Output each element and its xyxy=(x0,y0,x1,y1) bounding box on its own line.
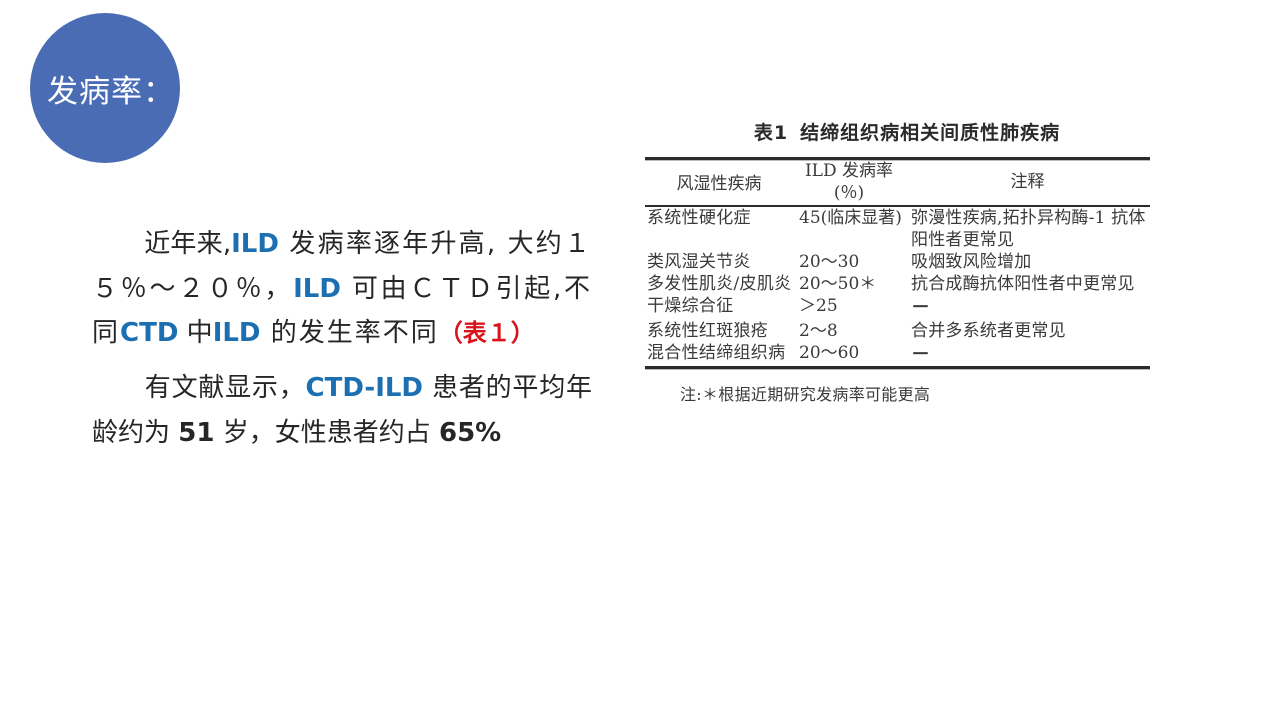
cell-disease: 干燥综合征 xyxy=(647,295,734,316)
slide-title-badge: 发病率： xyxy=(30,13,180,163)
cell-rate: ＞25 xyxy=(799,295,838,316)
para2-mean-age: 51 xyxy=(178,417,215,448)
table-footnote: 注:＊根据近期研究发病率可能更高 xyxy=(680,385,931,405)
cell-note: 合并多系统者更常见 xyxy=(911,320,1066,341)
para2-seg-4: 岁，女性患者约占 xyxy=(214,417,439,448)
table-rule-bottom xyxy=(645,366,1150,371)
table-caption: 表1 结缔组织病相关间质性肺疾病 xyxy=(632,118,1172,145)
paragraph-incidence: 近年来,ILD 发病率逐年升高, 大约１５％～２０％，ILD 可由ＣＴＤ引起,不… xyxy=(92,222,592,356)
cell-disease: 系统性硬化症 xyxy=(647,207,751,228)
table-head: 风湿性疾病 ILD 发病率 (％) 注释 xyxy=(645,161,1150,205)
column-header-rate-line1: ILD 发病率 xyxy=(804,161,894,181)
para1-seg-0: 近年来, xyxy=(144,229,232,259)
cell-disease: 类风湿关节炎 xyxy=(647,251,751,272)
para2-seg-ctd-ild: CTD-ILD xyxy=(305,373,424,404)
column-header-note: 注释 xyxy=(1010,171,1045,192)
column-header-disease: 风湿性疾病 xyxy=(676,173,762,194)
column-header-rate: ILD 发病率 (％) xyxy=(793,161,905,205)
table-figure: 表1 结缔组织病相关间质性肺疾病 风湿性疾病 ILD 发病率 (％) 注释 xyxy=(632,118,1172,406)
ctd-ild-table-body: 系统性硬化症 45(临床显著) 弥漫性疾病,拓扑异构酶-1 抗体阳性者更常见 类… xyxy=(645,207,1150,367)
table-rule-top xyxy=(645,157,1150,161)
table-body: 系统性硬化症 45(临床显著) 弥漫性疾病,拓扑异构酶-1 抗体阳性者更常见 类… xyxy=(645,207,1150,367)
para1-seg-ild-1: ILD xyxy=(231,229,279,259)
table-row: 系统性红斑狼疮 2～8 合并多系统者更常见 xyxy=(645,320,1150,342)
cell-note: 吸烟致风险增加 xyxy=(911,251,1032,272)
table-caption-title: 结缔组织病相关间质性肺疾病 xyxy=(800,122,1061,144)
column-header-rate-line2: (％) xyxy=(833,182,865,203)
para2-seg-0: 有文献显示， xyxy=(144,373,306,404)
table-row: 干燥综合征 ＞25 － xyxy=(645,295,1150,320)
table-rule-mid xyxy=(645,204,1150,207)
para2-female-pct: 65% xyxy=(438,417,502,448)
para2-seg-2: 患者的平均年龄约为 xyxy=(92,373,592,448)
para1-seg-ild-2: ILD xyxy=(293,273,341,304)
cell-note: 弥漫性疾病,拓扑异构酶-1 抗体阳性者更常见 xyxy=(911,207,1146,250)
para1-seg-8: 的发生率不同 xyxy=(260,318,439,349)
table-row: 系统性硬化症 45(临床显著) 弥漫性疾病,拓扑异构酶-1 抗体阳性者更常见 xyxy=(645,207,1150,251)
para1-table-ref: （表１） xyxy=(438,319,535,348)
para1-seg-4: 可由ＣＴＤ引起,不同 xyxy=(92,273,592,349)
body-text-block: 近年来,ILD 发病率逐年升高, 大约１５％～２０％，ILD 可由ＣＴＤ引起,不… xyxy=(92,222,592,456)
table-row: 类风湿关节炎 20～30 吸烟致风险增加 xyxy=(645,251,1150,273)
cell-note: － xyxy=(911,342,931,365)
cell-disease: 系统性红斑狼疮 xyxy=(647,320,769,341)
table-caption-number: 表1 xyxy=(753,122,789,144)
cell-disease: 多发性肌炎/皮肌炎 xyxy=(647,273,792,294)
cell-note: － xyxy=(911,295,931,318)
para1-seg-ild-3: ILD xyxy=(212,318,261,349)
cell-rate: 20～30 xyxy=(799,251,860,272)
table-header-row: 风湿性疾病 ILD 发病率 (％) 注释 xyxy=(645,161,1150,205)
para1-seg-6: 中 xyxy=(178,318,213,349)
paragraph-demographics: 有文献显示，CTD-ILD 患者的平均年龄约为 51 岁，女性患者约占 65% xyxy=(92,366,592,455)
slide-title-text: 发病率： xyxy=(47,73,175,110)
para1-seg-ctd: CTD xyxy=(120,318,179,349)
cell-rate: 45(临床显著) xyxy=(799,207,902,228)
table-row: 混合性结缔组织病 20～60 － xyxy=(645,342,1150,367)
cell-rate: 20～50＊ xyxy=(799,273,877,294)
ctd-ild-table: 风湿性疾病 ILD 发病率 (％) 注释 xyxy=(645,161,1150,205)
cell-rate: 2～8 xyxy=(799,320,838,341)
table-row: 多发性肌炎/皮肌炎 20～50＊ 抗合成酶抗体阳性者中更常见 xyxy=(645,273,1150,295)
para1-seg-2: 发病率逐年升高, 大约１５％～２０％， xyxy=(92,229,593,304)
cell-disease: 混合性结缔组织病 xyxy=(647,342,786,363)
cell-note: 抗合成酶抗体阳性者中更常见 xyxy=(911,273,1135,294)
cell-rate: 20～60 xyxy=(799,342,860,363)
